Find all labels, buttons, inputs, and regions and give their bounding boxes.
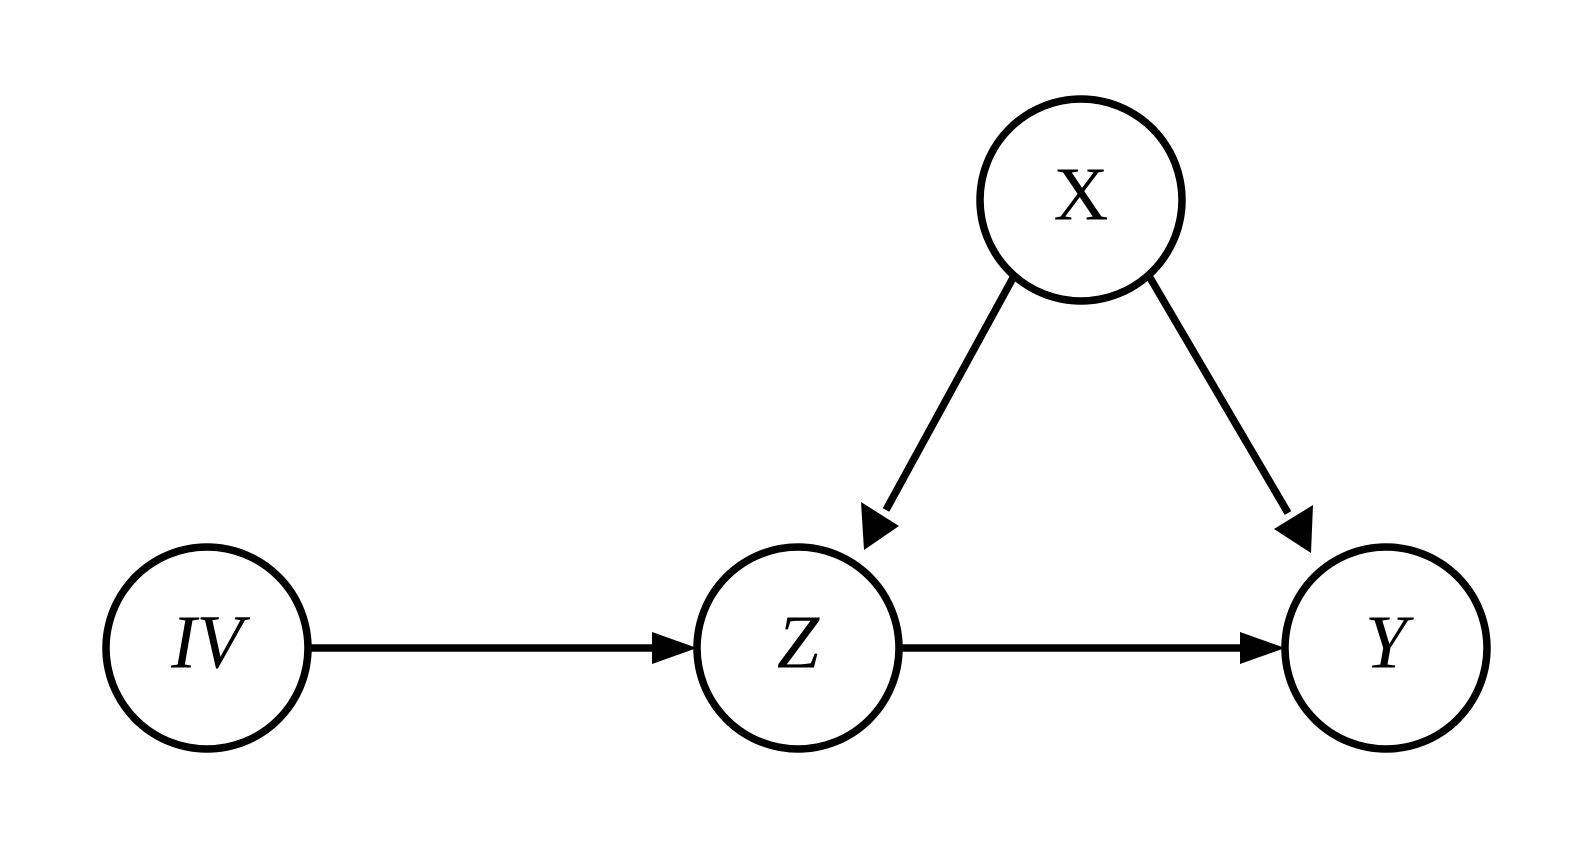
node-iv[interactable]: IV [102,543,312,753]
node-y-circle [1281,543,1491,753]
node-y-label: Y [1365,600,1415,684]
nodes-layer: IV Z X Y [102,95,1491,753]
edge-x-to-y[interactable] [1145,274,1313,553]
edge-iv-to-z[interactable] [308,632,697,664]
node-iv-circle [102,543,312,753]
node-x-label: X [1054,152,1109,236]
node-iv-label: IV [170,600,250,684]
node-x[interactable]: X [976,95,1186,305]
node-z-label: Z [777,600,820,684]
edge-x-to-z-arrowhead [861,502,899,550]
edge-x-to-z[interactable] [861,274,1018,550]
edges-layer [308,274,1313,664]
edge-x-to-z-line [882,274,1018,512]
node-y[interactable]: Y [1281,543,1491,753]
edge-iv-to-z-arrowhead [652,632,697,664]
node-x-circle [976,95,1186,305]
edge-z-to-y[interactable] [899,632,1285,664]
node-z-circle [693,543,903,753]
edge-x-to-y-arrowhead [1274,505,1313,553]
edge-x-to-y-line [1145,274,1292,515]
node-z[interactable]: Z [693,543,903,753]
edge-z-to-y-arrowhead [1240,632,1285,664]
